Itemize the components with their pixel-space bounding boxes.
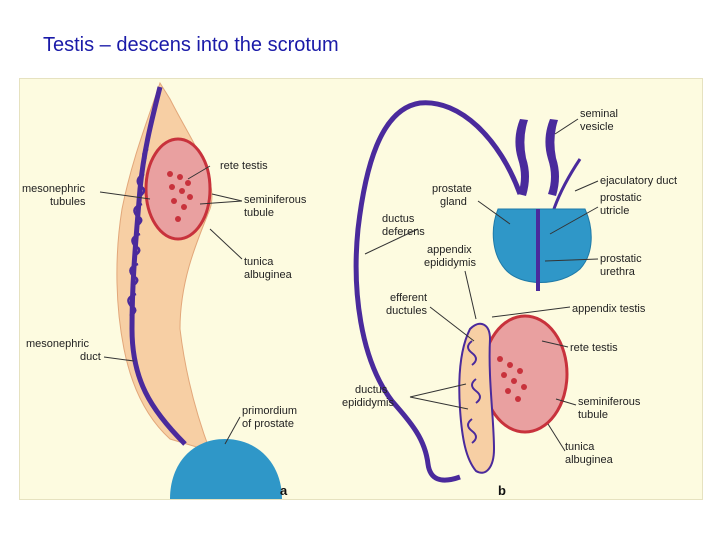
label-tunica-albuginea-b-2: albuginea xyxy=(565,454,614,466)
label-seminal-vesicle-b-2: vesicle xyxy=(580,121,614,133)
label-primordium-prostate-a-1: primordium xyxy=(242,405,297,417)
label-prostatic-urethra-b-2: urethra xyxy=(600,266,636,278)
label-seminiferous-tubule-b-2: tubule xyxy=(578,409,608,421)
label-rete-testis-a: rete testis xyxy=(220,160,268,172)
label-seminiferous-tubule-a-1: seminiferous xyxy=(244,194,307,206)
seminal-vesicles-b xyxy=(515,119,559,196)
label-prostate-gland-b-2: gland xyxy=(440,196,467,208)
label-tunica-albuginea-b-1: tunica xyxy=(565,441,595,453)
label-mesonephric-tubules-a-1: mesonephric xyxy=(22,183,85,195)
label-seminal-vesicle-b-1: seminal xyxy=(580,108,618,120)
ductus-deferens-b xyxy=(353,100,523,483)
label-seminiferous-tubule-a-2: tubule xyxy=(244,207,274,219)
label-tunica-albuginea-a-2: albuginea xyxy=(244,269,293,281)
label-appendix-testis-b: appendix testis xyxy=(572,303,646,315)
testis-a xyxy=(144,137,212,241)
panel-label-a: a xyxy=(280,483,288,498)
label-mesonephric-duct-a-2: duct xyxy=(80,351,101,363)
efferent-ductules-b xyxy=(467,340,481,444)
label-prostate-gland-b-1: prostate xyxy=(432,183,472,195)
label-efferent-ductules-b-2: ductules xyxy=(386,305,427,317)
label-prostatic-utricle-b-2: utricle xyxy=(600,205,629,217)
mesonephric-tubules-a xyxy=(127,147,149,318)
label-tunica-albuginea-a-1: tunica xyxy=(244,256,274,268)
label-ductus-epididymis-b-1: ductus xyxy=(355,384,388,396)
label-ductus-deferens-b-1: ductus xyxy=(382,213,415,225)
slide-title: Testis – descens into the scrotum xyxy=(43,34,339,56)
label-ductus-deferens-b-2: deferens xyxy=(382,226,425,238)
prostate-primordium-a xyxy=(170,439,282,499)
label-prostatic-utricle-b-1: prostatic xyxy=(600,192,642,204)
anatomy-figure: rete testis mesonephric tubules seminife… xyxy=(19,78,703,500)
rete-testis-a xyxy=(167,171,193,222)
label-mesonephric-tubules-a-2: tubules xyxy=(50,196,86,208)
panel-label-b: b xyxy=(498,483,506,498)
leader-lines-b xyxy=(364,118,599,452)
panel-a: rete testis mesonephric tubules seminife… xyxy=(22,81,307,499)
panel-b: seminal vesicle ejaculatory duct prostat… xyxy=(342,100,677,498)
label-seminiferous-tubule-b-1: seminiferous xyxy=(578,396,641,408)
label-primordium-prostate-a-2: of prostate xyxy=(242,418,294,430)
prostate-gland-b xyxy=(492,208,592,283)
anatomy-diagram: rete testis mesonephric tubules seminife… xyxy=(22,81,677,499)
rete-testis-b xyxy=(497,356,527,402)
label-appendix-epididymis-b-2: epididymis xyxy=(424,257,476,269)
ductus-epididymis-b xyxy=(458,322,496,474)
label-mesonephric-duct-a-1: mesonephric xyxy=(26,338,89,350)
testis-b xyxy=(481,314,569,434)
label-prostatic-urethra-b-1: prostatic xyxy=(600,253,642,265)
label-efferent-ductules-b-1: efferent xyxy=(390,292,427,304)
leader-lines-a xyxy=(99,165,243,445)
label-ejaculatory-duct-b: ejaculatory duct xyxy=(600,175,677,187)
label-appendix-epididymis-b-1: appendix xyxy=(427,244,472,256)
label-ductus-epididymis-b-2: epididymis xyxy=(342,397,394,409)
label-rete-testis-b: rete testis xyxy=(570,342,618,354)
